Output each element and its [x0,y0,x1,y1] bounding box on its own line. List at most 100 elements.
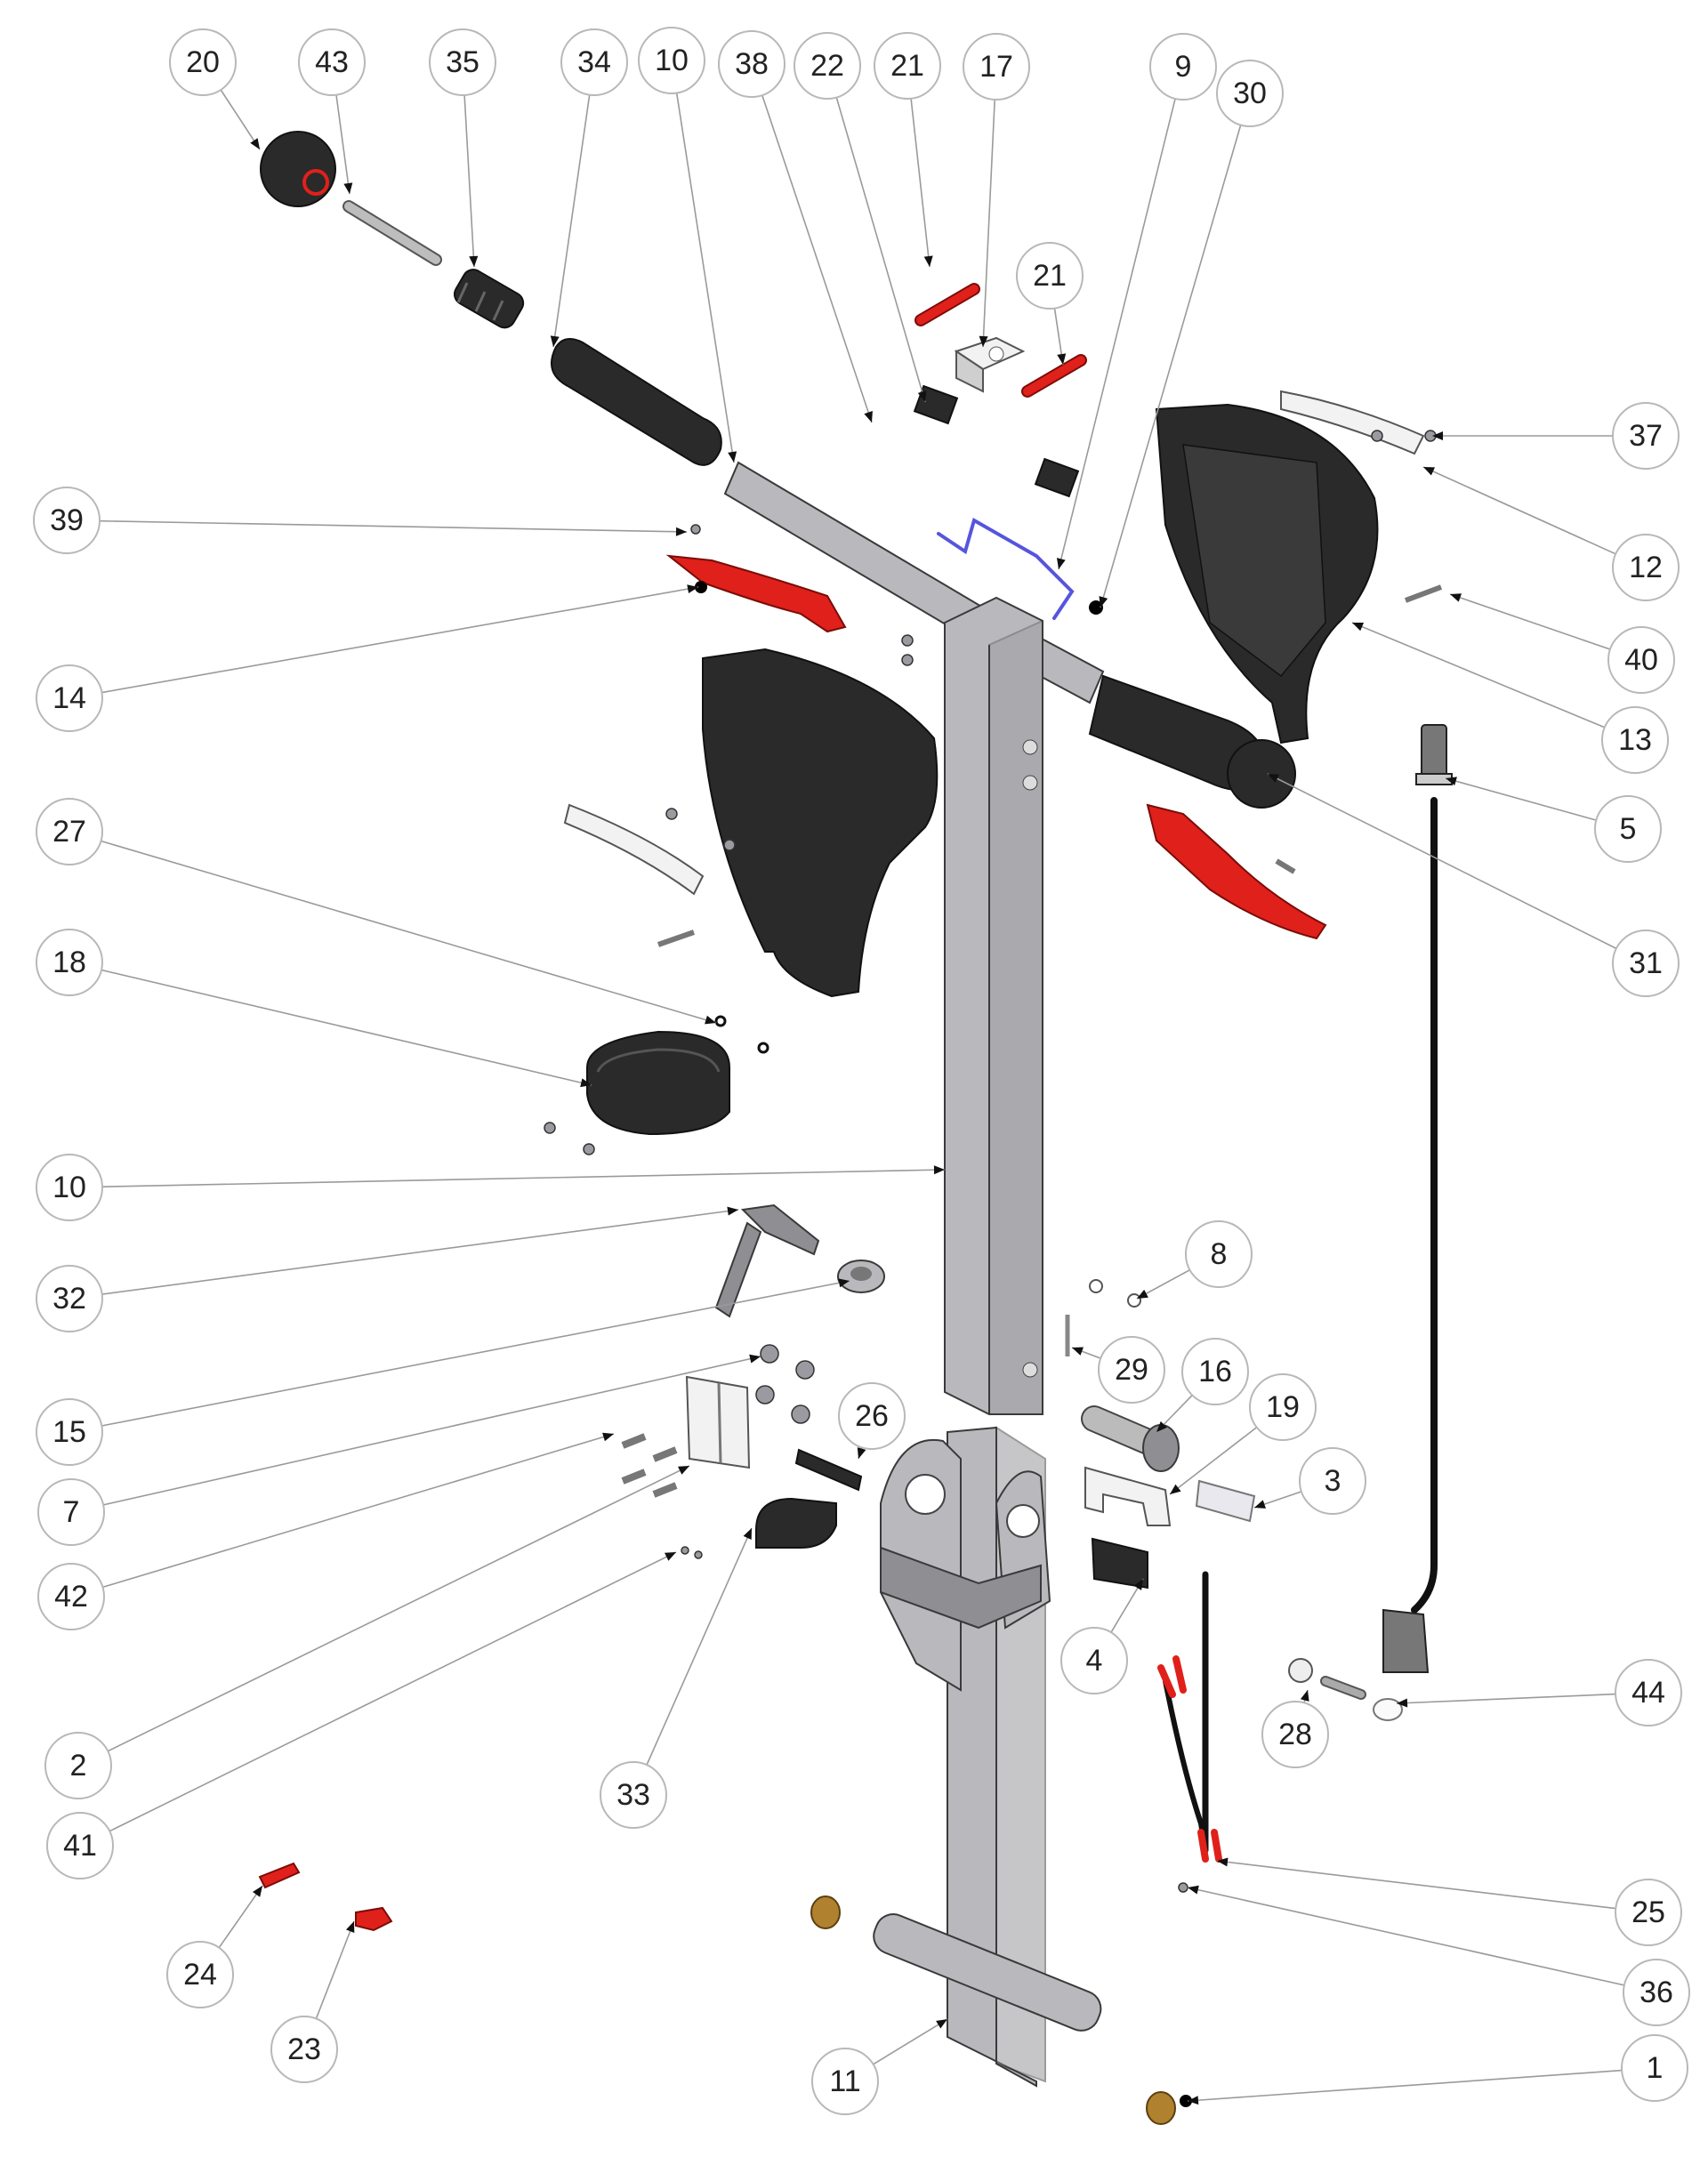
red-clip [355,1906,393,1932]
callout-number: 27 [52,815,86,849]
mechanism-bracket [880,1438,1051,1692]
callout-circle [1607,626,1675,694]
leader-line-trim-strip-right [1422,466,1616,555]
leader-lines [99,89,1625,2105]
callout-number: 9 [1175,50,1192,84]
callout-u-bracket: 19 [1249,1373,1317,1441]
clamp-lever [714,1203,820,1318]
leader-line-ball-detent [1100,125,1242,608]
pipe-clamp [755,1497,837,1549]
callout-circle [811,2048,879,2115]
ball-detent [1089,600,1103,615]
callout-pipe-clamp: 33 [600,1761,667,1829]
leader-arrowhead [1156,1421,1167,1432]
callout-number: 31 [1629,946,1663,980]
callout-handle-cover-right: 13 [1601,706,1669,774]
callout-base-frame: 11 [811,2048,879,2115]
leader-arrowhead [253,1886,262,1897]
leader-arrowhead [1450,593,1462,602]
leader-arrowhead [1057,558,1066,569]
callout-number: 36 [1640,1976,1673,2009]
leader-line-hinge [107,1465,690,1752]
callout-circle [1615,1879,1682,1946]
callout-red-clip: 23 [270,2016,338,2083]
leader-line-set-screw [1187,1887,1625,1986]
callout-circle [1623,1959,1690,2026]
callout-number: 37 [1629,419,1663,453]
leader-arrowhead [728,451,737,463]
callout-number: 21 [890,49,924,83]
callout-number: 29 [1115,1353,1148,1387]
leader-arrowhead [857,1447,866,1459]
callout-circle [37,1478,105,1546]
callout-circle [560,28,628,96]
grip-spring [453,269,525,329]
leader-line-small-screws [109,1551,677,1832]
callout-circle [169,28,237,96]
callout-cover-screw-top: 37 [1612,402,1680,470]
wire-spring [937,517,1075,620]
callout-circle [36,664,103,732]
leader-arrowhead [1188,2096,1199,2105]
callout-number: 1 [1647,2051,1664,2085]
callout-circle [1612,402,1680,470]
callout-number: 19 [1266,1390,1300,1424]
sensor-pin [1288,1658,1366,1700]
flange-nut [837,1260,885,1293]
trim-strip-right [1280,390,1425,455]
column-tube [944,596,1043,1415]
leader-line-red-connector [218,1885,263,1949]
callout-number: 20 [186,45,220,79]
leader-arrowhead [346,1921,355,1933]
callout-circle [1621,2034,1688,2102]
leader-arrowhead [1099,596,1108,608]
callout-number: 18 [52,946,86,979]
leader-arrowhead [1254,1500,1266,1509]
callout-circle [1299,1447,1366,1515]
handle-grip-left [551,338,722,466]
callout-dowel-pin: 29 [1098,1336,1165,1404]
leader-line-microswitch [835,97,926,403]
callout-switch-screws: 38 [718,30,786,98]
leader-arrowhead [838,1278,850,1288]
leader-arrowhead [936,2019,947,2029]
leader-arrowhead [665,1552,676,1561]
callout-number: 39 [50,503,84,537]
leader-arrowhead [864,411,873,423]
callout-number: 3 [1325,1464,1341,1498]
callout-circle [1016,242,1084,310]
leader-line-wire-spring [1058,98,1176,570]
callout-column-tube: 10 [36,1154,103,1221]
callout-handle-knob-top: 20 [169,28,237,96]
callout-cable-harness: 25 [1615,1879,1682,1946]
callout-number: 30 [1233,76,1267,110]
callout-circle [1216,60,1284,127]
callout-circle [36,1398,103,1466]
callout-number: 22 [810,49,844,83]
leader-line-end-cap [1396,1693,1616,1704]
callout-handle-rod: 43 [298,28,366,96]
leader-line-handle-grip-left [552,94,591,348]
leader-line-column-tube-top [675,93,735,463]
callout-flange-nut: 15 [36,1398,103,1466]
callout-number: 16 [1198,1355,1232,1388]
leader-arrowhead [1217,1857,1229,1867]
callout-circle [1185,1220,1253,1288]
handle-knob-top [260,131,336,207]
callout-number: 41 [63,1829,97,1863]
leader-arrowhead [979,335,988,347]
callout-number: 34 [577,45,611,79]
leader-line-hinge-nuts [102,1356,761,1506]
leader-line-strap-clamp [101,969,592,1086]
callout-number: 14 [52,681,86,715]
callout-number: 44 [1631,1676,1665,1710]
callout-handle-grip-left: 34 [560,28,628,96]
callout-proximity-sensor: 5 [1594,795,1662,863]
callout-circle [36,798,103,865]
callout-circle [1612,534,1680,601]
o-rings [714,1015,769,1054]
callout-strap-clamp: 18 [36,929,103,996]
callout-sensor-pin: 28 [1261,1701,1329,1768]
callout-red-connector: 24 [166,1941,234,2008]
